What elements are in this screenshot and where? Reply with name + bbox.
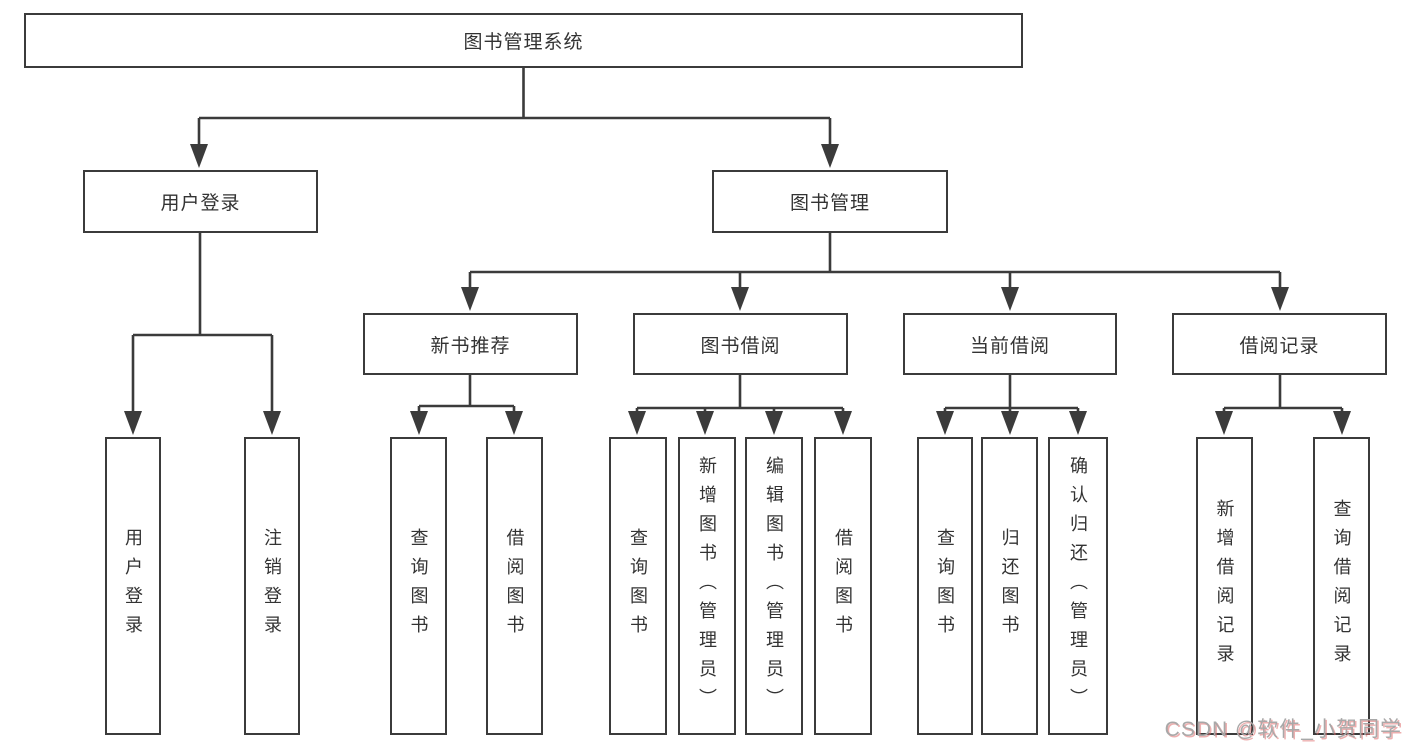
leaf-label: 查询图书 <box>408 528 429 644</box>
leaf-label: 新增图书（管理员） <box>697 455 717 717</box>
node-root-system: 图书管理系统 <box>24 13 1023 68</box>
leaf-borrow-books: 借阅图书 <box>814 437 872 735</box>
node-label: 用户登录 <box>160 193 241 214</box>
node-book-management-branch: 图书管理 <box>712 170 948 233</box>
node-new-book-recommend: 新书推荐 <box>363 313 578 375</box>
leaf-label: 查询图书 <box>935 528 955 644</box>
leaf-label: 借阅图书 <box>504 528 525 644</box>
leaf-confirm-return-admin: 确认归还（管理员） <box>1048 437 1108 735</box>
leaf-label: 注销登录 <box>262 528 282 644</box>
leaf-add-books-admin: 新增图书（管理员） <box>678 437 736 735</box>
node-borrow-records: 借阅记录 <box>1172 313 1387 375</box>
leaf-label: 确认归还（管理员） <box>1068 455 1088 717</box>
node-current-borrowing: 当前借阅 <box>903 313 1117 375</box>
leaf-label: 查询借阅记录 <box>1331 499 1352 673</box>
node-label: 借阅记录 <box>1239 335 1320 357</box>
node-book-borrowing: 图书借阅 <box>633 313 848 375</box>
leaf-label: 新增借阅记录 <box>1214 499 1235 673</box>
node-label: 新书推荐 <box>430 335 511 357</box>
node-label: 图书借阅 <box>700 335 781 357</box>
node-user-login-branch: 用户登录 <box>83 170 318 233</box>
leaf-label: 查询图书 <box>628 528 648 644</box>
leaf-borrow-books-recommend: 借阅图书 <box>486 437 543 735</box>
node-label: 图书管理 <box>789 193 870 214</box>
leaf-return-books: 归还图书 <box>981 437 1038 735</box>
leaf-query-borrow-record: 查询借阅记录 <box>1313 437 1370 735</box>
node-label: 当前借阅 <box>969 335 1050 357</box>
leaf-add-borrow-record: 新增借阅记录 <box>1196 437 1253 735</box>
node-label: 图书管理系统 <box>463 32 584 53</box>
leaf-edit-books-admin: 编辑图书（管理员） <box>745 437 803 735</box>
leaf-label: 归还图书 <box>999 528 1020 644</box>
leaf-label: 用户登录 <box>123 528 143 644</box>
leaf-label: 借阅图书 <box>833 528 853 644</box>
leaf-query-books-borrow: 查询图书 <box>609 437 667 735</box>
leaf-query-books-current: 查询图书 <box>917 437 973 735</box>
leaf-logout: 注销登录 <box>244 437 300 735</box>
leaf-label: 编辑图书（管理员） <box>764 455 784 717</box>
leaf-query-books-recommend: 查询图书 <box>390 437 447 735</box>
leaf-user-login: 用户登录 <box>105 437 161 735</box>
